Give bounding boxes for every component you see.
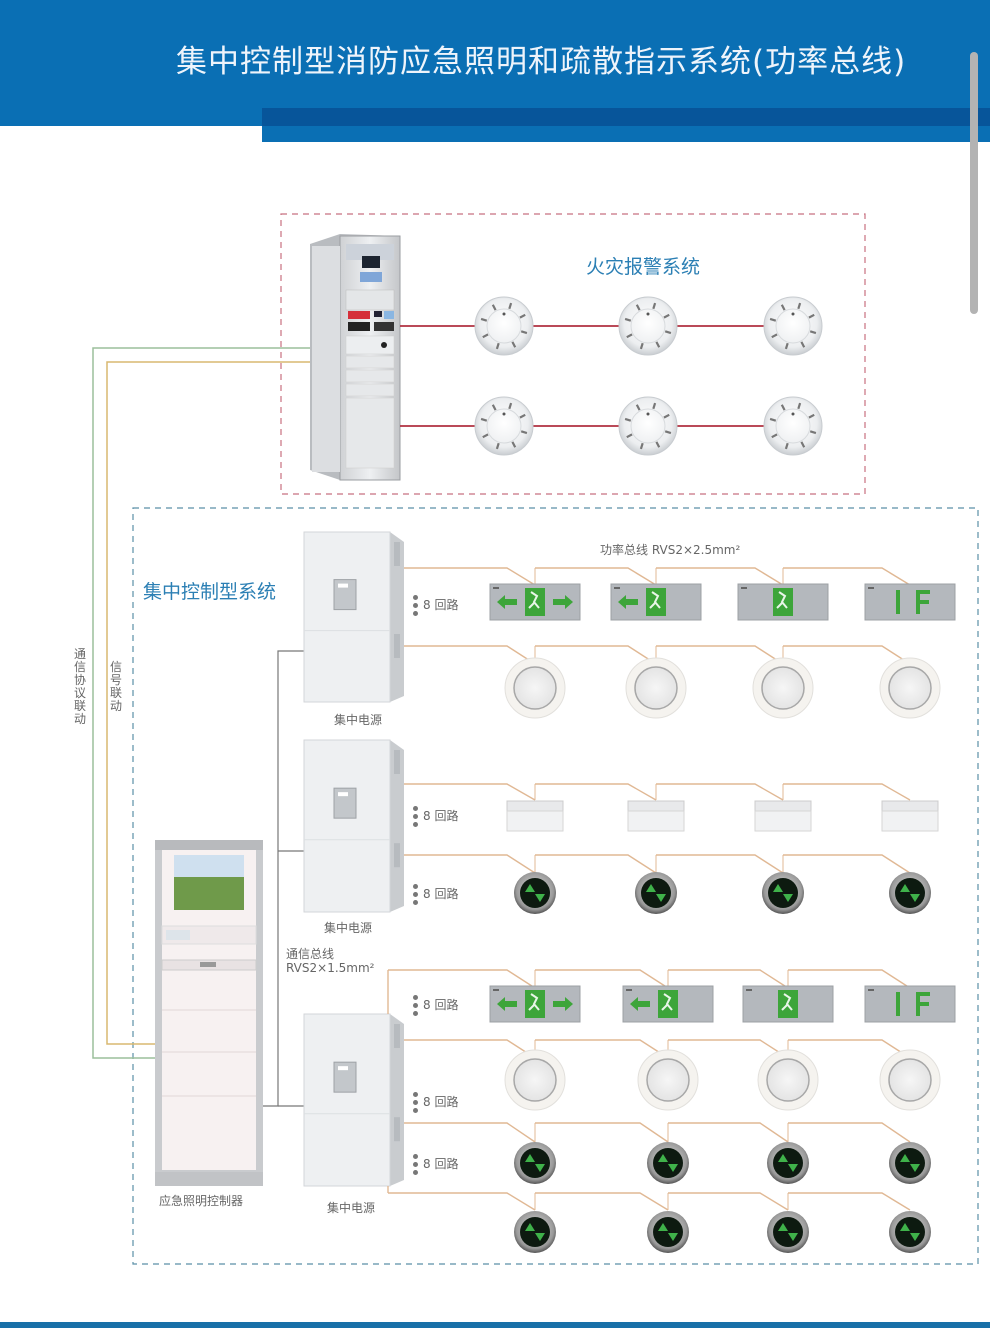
- smoke-detector-icon: [618, 396, 678, 456]
- smoke-detector-icon: [763, 296, 823, 356]
- ceiling-emergency-light-icon: [627, 800, 685, 832]
- emergency-downlight-icon: [625, 657, 687, 719]
- emergency-downlight-icon: [637, 1049, 699, 1111]
- page-title: 集中控制型消防应急照明和疏散指示系统(功率总线): [176, 44, 907, 80]
- ground-direction-indicator-icon: [647, 1211, 689, 1253]
- floor-indicator-sign-icon: [864, 583, 956, 621]
- power-bus-wire: [404, 567, 911, 586]
- ceiling-emergency-light-icon: [754, 800, 812, 832]
- signal-link-line: [106, 361, 312, 1045]
- scrollbar[interactable]: [970, 52, 978, 314]
- ground-direction-indicator-icon: [889, 1142, 931, 1184]
- ground-direction-indicator-icon: [889, 1211, 931, 1253]
- loop-count: 8 回路: [413, 592, 458, 619]
- footer-line: [0, 1322, 990, 1328]
- ceiling-emergency-light-icon: [506, 800, 564, 832]
- ceiling-emergency-light-icon: [881, 800, 939, 832]
- emergency-lighting-controller-cabinet: [155, 840, 263, 1186]
- power-supply-label: 集中电源: [327, 1201, 376, 1215]
- comm-bus-line: [262, 650, 304, 1107]
- protocol-link-line: [92, 347, 312, 1059]
- power-bus-wire: [404, 854, 911, 874]
- central-power-supply-cabinet: [303, 1013, 404, 1187]
- power-bus-wire: [404, 783, 911, 801]
- exit-sign-icon: [610, 583, 702, 621]
- smoke-detector-icon: [763, 396, 823, 456]
- power-bus-wire: [404, 645, 911, 665]
- header-banner: [0, 0, 990, 126]
- ground-direction-indicator-icon: [767, 1211, 809, 1253]
- ground-direction-indicator-icon: [514, 1142, 556, 1184]
- exit-sign-icon: [489, 583, 581, 621]
- loop-count: 8 回路: [413, 803, 458, 830]
- floor-indicator-sign-icon: [864, 985, 956, 1023]
- exit-sign-icon: [489, 985, 581, 1023]
- ground-direction-indicator-icon: [767, 1142, 809, 1184]
- emergency-downlight-icon: [504, 1049, 566, 1111]
- fire-alarm-box: [280, 213, 866, 495]
- header-band-dark: [262, 108, 990, 126]
- comm-bus-label-line1: 通信总线: [286, 947, 335, 961]
- emergency-downlight-icon: [757, 1049, 819, 1111]
- central-system-box: [132, 507, 979, 1265]
- central-control-system-title: 集中控制型系统: [143, 581, 277, 603]
- ground-direction-indicator-icon: [635, 872, 677, 914]
- power-bus-wire: [388, 969, 911, 989]
- fire-alarm-system-title: 火灾报警系统: [586, 256, 701, 278]
- loop-count: 8 回路: [413, 992, 458, 1019]
- central-power-supply-cabinet: [303, 531, 404, 703]
- smoke-detector-icon: [618, 296, 678, 356]
- smoke-detector-icon: [474, 296, 534, 356]
- emergency-downlight-icon: [504, 657, 566, 719]
- comm-bus-label-line2: RVS2×1.5mm²: [286, 961, 375, 975]
- controller-label: 应急照明控制器: [159, 1194, 244, 1208]
- ground-direction-indicator-icon: [762, 872, 804, 914]
- protocol-link-label: 通信协议联动: [74, 647, 87, 726]
- ground-direction-indicator-icon: [889, 872, 931, 914]
- exit-sign-icon: [742, 985, 834, 1023]
- ground-direction-indicator-icon: [647, 1142, 689, 1184]
- ground-direction-indicator-icon: [514, 1211, 556, 1253]
- exit-sign-icon: [622, 985, 714, 1023]
- smoke-detector-icon: [474, 396, 534, 456]
- power-bus-wire: [404, 1122, 911, 1143]
- power-bus-label: 功率总线 RVS2×2.5mm²: [600, 543, 741, 557]
- central-power-supply-cabinet: [303, 739, 404, 913]
- loop-count: 8 回路: [413, 881, 458, 908]
- emergency-downlight-icon: [879, 657, 941, 719]
- emergency-downlight-icon: [879, 1049, 941, 1111]
- power-supply-label: 集中电源: [334, 713, 383, 727]
- power-bus-wire: [388, 1192, 911, 1211]
- loop-count: 8 回路: [413, 1151, 458, 1178]
- fire-alarm-controller-cabinet: [310, 234, 401, 481]
- power-supply-label: 集中电源: [324, 921, 373, 935]
- signal-link-label: 信号联动: [110, 660, 123, 713]
- ground-direction-indicator-icon: [514, 872, 556, 914]
- exit-sign-icon: [737, 583, 829, 621]
- emergency-downlight-icon: [752, 657, 814, 719]
- loop-count: 8 回路: [413, 1089, 458, 1116]
